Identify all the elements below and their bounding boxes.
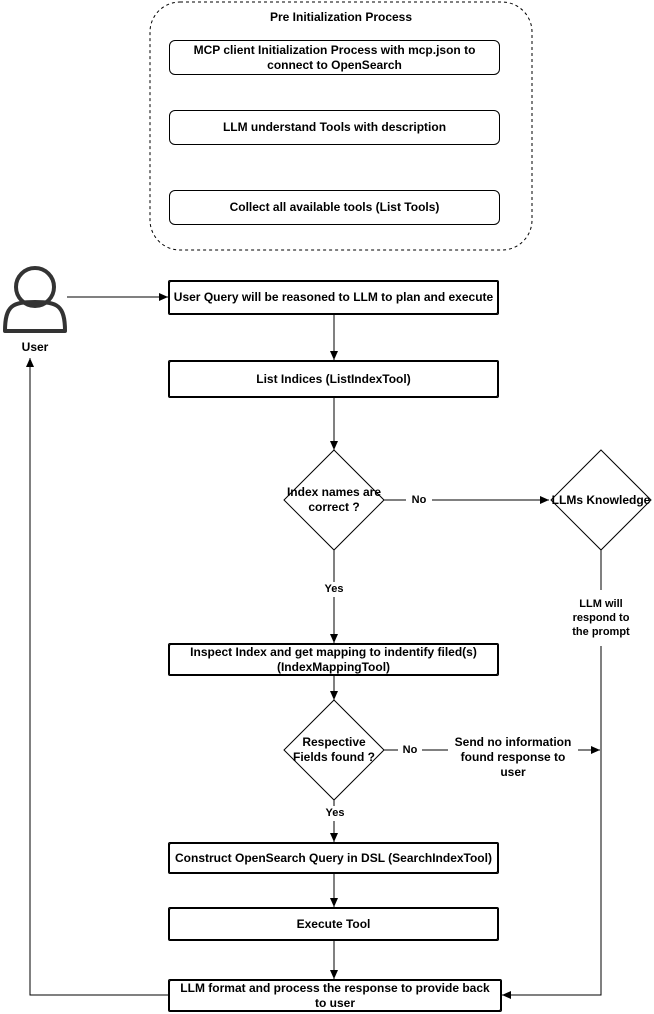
decision-index-label: Index names are correct ?: [286, 485, 382, 514]
user-label: User: [21, 339, 49, 354]
pre-init-title: Pre Initialization Process: [269, 9, 413, 24]
no-info-label: Send no information found response to us…: [448, 734, 578, 780]
inspect-index-box: Inspect Index and get mapping to indenti…: [168, 643, 499, 676]
llm-respond-label: LLM will respond to the prompt: [571, 590, 631, 646]
user-icon: [3, 266, 67, 333]
llm-knowledge-label: LLMs Knowledge: [551, 492, 651, 507]
pre-init-step-collect-tools: Collect all available tools (List Tools): [169, 190, 500, 225]
execute-tool-box: Execute Tool: [168, 907, 499, 941]
llm-to-final-connector: [502, 550, 602, 999]
index-yes-label: Yes: [319, 582, 349, 597]
pre-init-step-mcp-client: MCP client Initialization Process with m…: [169, 40, 500, 75]
fields-no-label: No: [398, 743, 422, 758]
fields-yes-label: Yes: [320, 806, 350, 821]
user-query-box: User Query will be reasoned to LLM to pl…: [168, 280, 499, 315]
pre-init-step-understand-tools: LLM understand Tools with description: [169, 110, 500, 145]
final-response-box: LLM format and process the response to p…: [168, 979, 502, 1012]
index-no-label: No: [406, 493, 432, 508]
pre-init-container: [149, 1, 533, 251]
decision-fields-label: Respective Fields found ?: [293, 735, 375, 764]
final-to-user-connector: [26, 358, 168, 996]
list-indices-box: List Indices (ListIndexTool): [168, 360, 499, 398]
construct-query-box: Construct OpenSearch Query in DSL (Searc…: [168, 842, 499, 874]
